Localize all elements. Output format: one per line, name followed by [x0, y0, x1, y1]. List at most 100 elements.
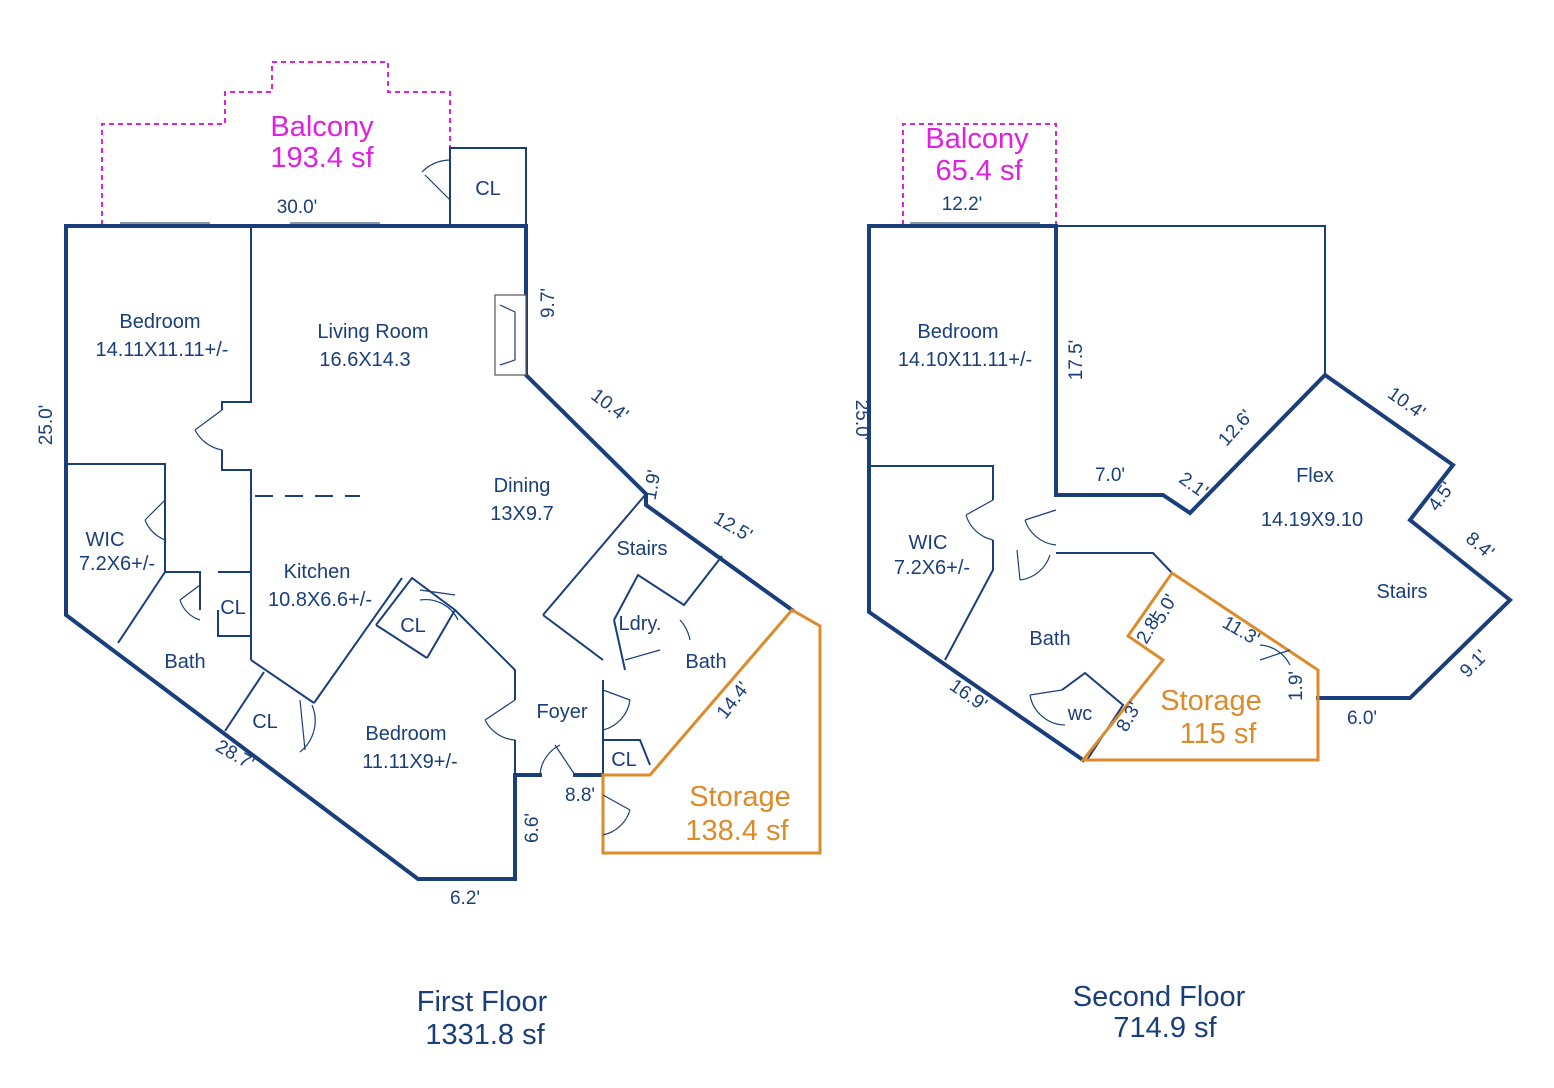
room-label: Bath [164, 651, 205, 673]
door-swing [419, 589, 459, 621]
storage-label: Storage [689, 781, 791, 813]
bedroom2-wall [454, 609, 516, 700]
stairs-walls [542, 493, 647, 616]
door-swing [1259, 644, 1291, 666]
door-swing [602, 689, 631, 731]
kitchen-bedroom-wall [313, 577, 403, 704]
dimension-label: 11.3' [1219, 612, 1263, 650]
laundry-walls-2 [613, 619, 626, 671]
room-label: Stairs [616, 538, 667, 560]
bedroom-wall [221, 226, 252, 410]
bath-wall [1056, 552, 1173, 574]
room-size: 7.2X6+/- [894, 557, 970, 579]
storage-outline [1079, 570, 1320, 762]
second-floor-plan: Balcony 65.4 sf 12.2' Bedroom 14.10X11.1… [851, 123, 1514, 1044]
dimension-label: 7.0' [1095, 465, 1125, 486]
balcony-label: Balcony [925, 123, 1029, 155]
room-label: WIC [86, 529, 125, 551]
room-label: Bedroom [365, 723, 446, 745]
door-swing [299, 699, 316, 753]
exterior-walls-lower [64, 224, 542, 881]
balcony-closet-walls [449, 147, 527, 226]
hall-closet [375, 576, 457, 659]
room-label: Bath [685, 651, 726, 673]
dimension-label: 12.5' [710, 508, 756, 546]
door-swing [539, 744, 576, 776]
dimension-label: 10.4' [1383, 383, 1428, 423]
door-swing [484, 699, 516, 741]
door-swing [965, 499, 994, 541]
room-size: 7.2X6+/- [79, 553, 155, 575]
hall-closet-diag [375, 624, 428, 659]
balcony-outline [101, 61, 451, 225]
dimension-label: 9.1' [1456, 646, 1492, 682]
fireplace [494, 294, 527, 376]
bath-wall [250, 659, 315, 704]
closet-label: CL [252, 711, 278, 733]
dimension-label: 8.3' [1113, 699, 1146, 736]
dimension-label: 1.9' [640, 468, 666, 501]
room-size: 14.19X9.10 [1261, 509, 1363, 531]
room-size: 14.10X11.11+/- [898, 349, 1032, 371]
room-label: Dining [494, 475, 551, 497]
room-size: 11.11X9+/- [362, 751, 457, 773]
dimension-label: 8.8' [565, 785, 595, 806]
balcony-area: 65.4 sf [935, 155, 1023, 187]
balcony-area: 193.4 sf [270, 142, 374, 174]
stairs-walls-2 [542, 614, 604, 661]
balcony-label: Balcony [270, 111, 374, 143]
dimension-label: 30.0' [277, 197, 318, 218]
first-floor-plan: Balcony 193.4 sf CL 30.0' Bedroom 14.11X… [36, 61, 822, 1051]
room-size: 13X9.7 [490, 503, 553, 525]
wic-wall [869, 465, 994, 500]
room-label: Bedroom [917, 321, 998, 343]
closet-label: CL [611, 749, 637, 771]
storage-outline [601, 608, 822, 855]
closet-label: CL [475, 178, 501, 200]
exterior-walls [867, 224, 1514, 700]
floor-title: First Floor [417, 986, 548, 1018]
storage-label: Storage [1160, 685, 1262, 717]
dimension-label: 25.0' [851, 400, 872, 441]
room-size: 14.11X11.11+/- [96, 339, 229, 361]
closet-label: CL [400, 615, 426, 637]
exterior-walls-lower [867, 224, 1086, 763]
dimension-label: 8.4' [1461, 528, 1498, 563]
kitchen-closet [217, 571, 252, 637]
wic-wall-2 [944, 540, 994, 661]
storage-area: 115 sf [1180, 718, 1258, 750]
door-swing [624, 619, 691, 661]
door-swing [179, 584, 201, 621]
storage-area: 138.4 sf [685, 815, 789, 847]
dimension-label: 10.4' [587, 385, 632, 426]
closet-label: CL [220, 597, 246, 619]
room-size: 10.8X6.6+/- [268, 589, 372, 611]
dimension-label: 1.9' [1286, 671, 1307, 701]
wic-diagonal-wall [117, 571, 166, 644]
bedroom-wall-lower [221, 450, 252, 660]
door-swing [602, 794, 631, 836]
dimension-label: 4.5' [1424, 479, 1458, 516]
room-label: Living Room [317, 321, 428, 343]
dimension-label: 9.7' [538, 288, 559, 318]
floor-area: 1331.8 sf [425, 1019, 545, 1051]
dimension-label: 6.2' [450, 888, 480, 909]
room-label: Foyer [536, 701, 587, 723]
dimension-label: 12.2' [942, 194, 983, 215]
door-swing [1016, 509, 1057, 581]
door-swing [144, 499, 166, 541]
dimension-label: 6.0' [1347, 708, 1377, 729]
room-label: Stairs [1376, 581, 1427, 603]
room-label: wc [1067, 703, 1092, 725]
room-label: Flex [1296, 465, 1334, 487]
room-label: Kitchen [284, 561, 351, 583]
dimension-label: 25.0' [36, 405, 57, 446]
room-label: Ldry. [619, 613, 662, 635]
door-swing [194, 409, 223, 451]
dimension-label: 6.6' [522, 813, 543, 843]
floor-area: 714.9 sf [1113, 1012, 1217, 1044]
room-label: Bath [1029, 628, 1070, 650]
room-size: 16.6X14.3 [319, 349, 410, 371]
door-swing [1029, 689, 1066, 726]
